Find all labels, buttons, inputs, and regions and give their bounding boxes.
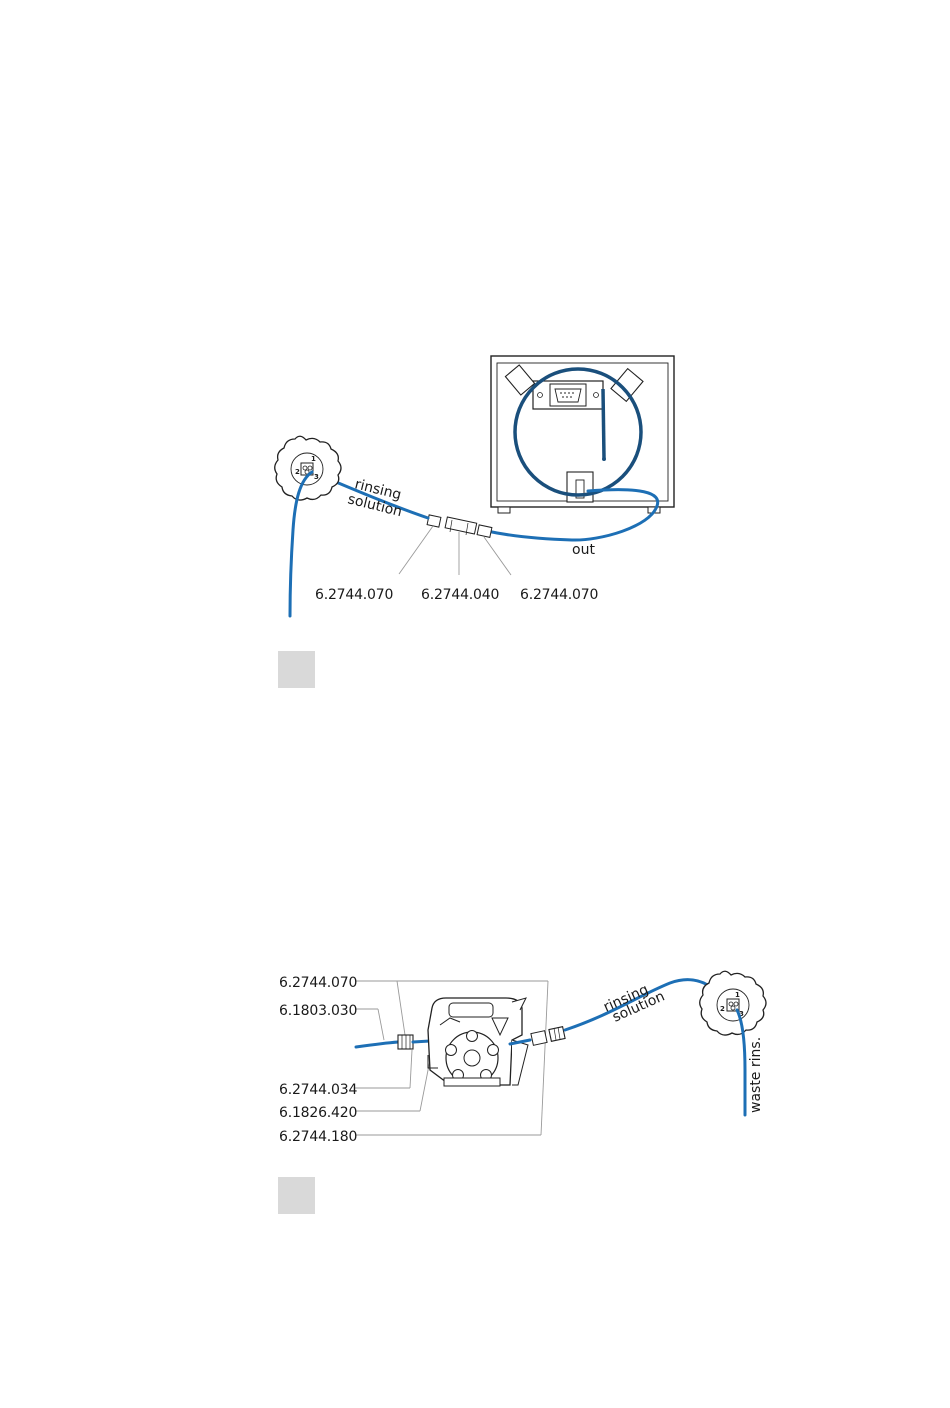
- figure-2: 1 2 3 rinsing solution waste rins. 6.274…: [279, 971, 766, 1145]
- bottle-cap-2: [700, 971, 766, 1035]
- connector-inlet: [398, 1035, 413, 1049]
- step-box-1: [278, 651, 315, 688]
- connector-group-1: [427, 515, 492, 537]
- figure-1: 1 2 3 rinsing solution out 6.2744.070 6.…: [275, 356, 674, 616]
- part-number-right: 6.2744.070: [520, 587, 598, 603]
- part-number-1: 6.2744.070: [279, 975, 357, 991]
- port-2-label-2: 2: [720, 1005, 725, 1013]
- part-number-3: 6.2744.034: [279, 1082, 357, 1098]
- port-3-label: 3: [314, 473, 319, 481]
- tube-inlet: [356, 1042, 398, 1047]
- instrument-rear: [491, 356, 674, 513]
- step-box-2: [278, 1177, 315, 1214]
- part-number-2: 6.1803.030: [279, 1003, 357, 1019]
- part-number-5: 6.2744.180: [279, 1129, 357, 1145]
- connector-outlet-1: [531, 1031, 547, 1046]
- port-2-label: 2: [295, 468, 300, 476]
- part-number-left: 6.2744.070: [315, 587, 393, 603]
- part-number-middle: 6.2744.040: [421, 587, 499, 603]
- port-1-label: 1: [311, 455, 316, 463]
- part-number-4: 6.1826.420: [279, 1105, 357, 1121]
- connector-outlet-2: [549, 1027, 565, 1042]
- waste-rins-label: waste rins.: [748, 1037, 764, 1113]
- bottle-cap-1: [275, 436, 341, 500]
- out-label: out: [572, 542, 595, 558]
- port-1-label-2: 1: [735, 991, 740, 999]
